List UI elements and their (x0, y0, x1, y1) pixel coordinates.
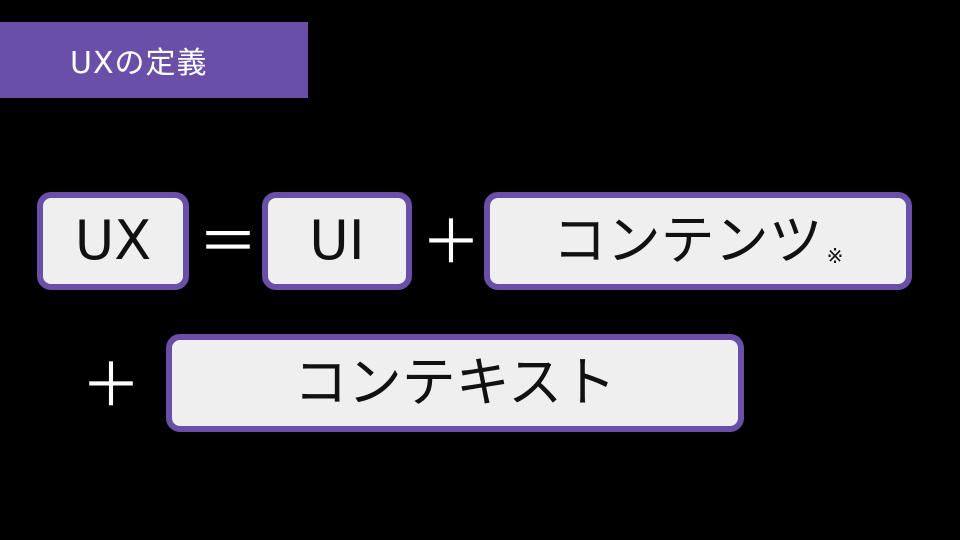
plus-sign-1: ＋ (421, 208, 481, 278)
ui-term-label: UI (309, 209, 365, 272)
contents-term-label: コンテンツ (552, 209, 823, 272)
context-term-box: コンテキスト (166, 334, 744, 432)
title-band: UXの定義 (0, 22, 308, 98)
ui-term-box: UI (262, 192, 412, 290)
ux-term-label: UX (74, 209, 152, 272)
slide-title: UXの定義 (70, 46, 208, 81)
ux-term-box: UX (37, 192, 189, 290)
context-term-label: コンテキスト (293, 351, 617, 414)
plus-sign-2: ＋ (81, 351, 141, 421)
equals-sign: ＝ (198, 208, 258, 278)
contents-note-mark: ※ (826, 244, 844, 268)
contents-term-box: コンテンツ ※ (484, 192, 912, 290)
